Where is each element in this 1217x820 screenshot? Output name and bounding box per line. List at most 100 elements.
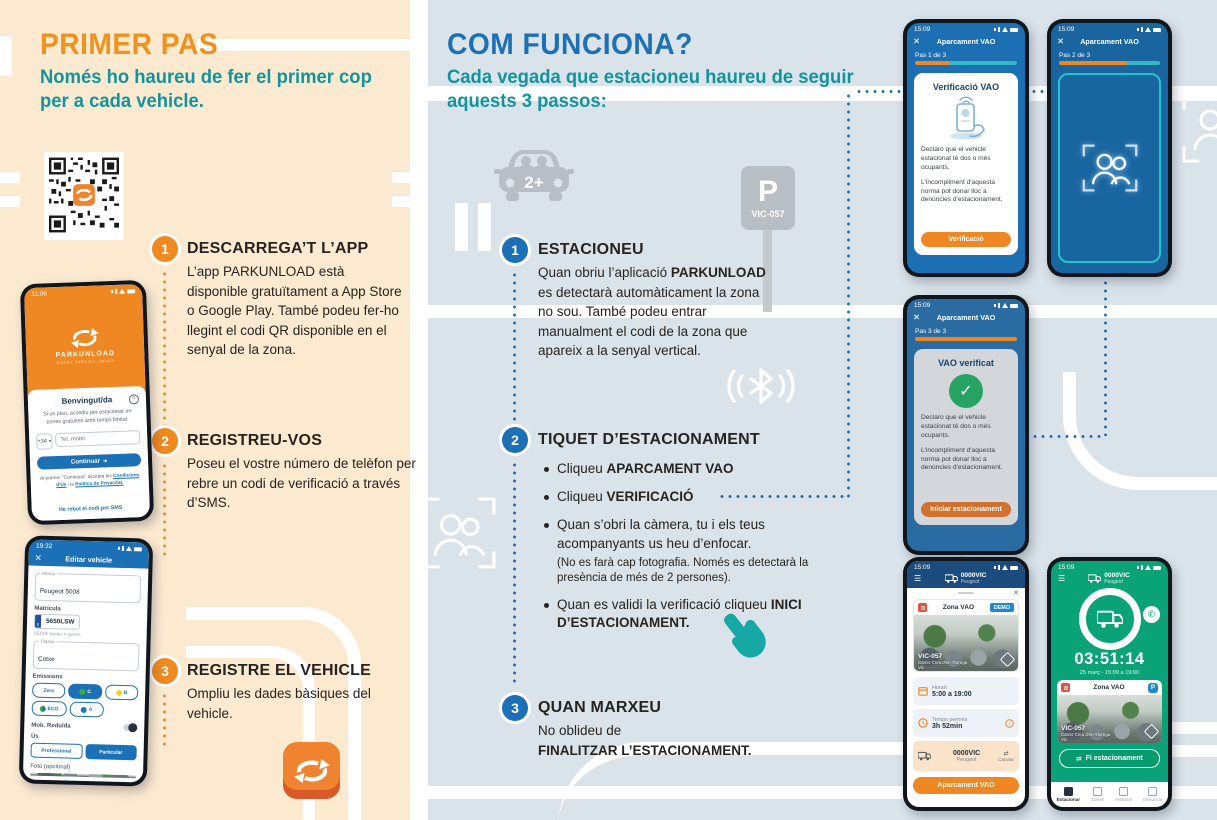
nav-denuncia[interactable]: Denúncia — [1143, 787, 1162, 802]
road-stripe — [0, 196, 20, 207]
people-frame-icon — [418, 492, 500, 579]
road-stripe — [392, 172, 410, 183]
close-icon[interactable]: ✕ — [913, 36, 921, 46]
left-step-3-title: REGISTRE EL VEHICLE — [187, 662, 371, 679]
progress-bar — [1059, 61, 1160, 65]
road-stripe — [1165, 722, 1217, 734]
mobility-toggle[interactable] — [123, 723, 138, 733]
zone-photo: VIC-057 Carrer Creu d'en Tàrrega Vic — [914, 615, 1018, 671]
progress-label: Pas 3 de 3 — [915, 328, 947, 335]
dotted-connector — [163, 692, 166, 750]
road-stripe — [197, 39, 410, 51]
header-plate: 0000VIC — [1104, 572, 1130, 579]
phone-prefix-select[interactable]: +34▾ — [36, 433, 53, 450]
wifi-icon — [1145, 565, 1151, 570]
close-icon[interactable]: ✕ — [1057, 36, 1065, 46]
brand-field[interactable]: Marca Peugeot 5008 — [34, 570, 142, 604]
close-icon[interactable]: ✕ — [34, 552, 42, 563]
hand-phone-illustration — [950, 96, 985, 140]
bullet-dot-icon — [544, 522, 549, 528]
verificacio-button[interactable]: Verificació — [921, 232, 1011, 247]
zone-code-overlay: VIC-057 — [1061, 725, 1086, 732]
statusbar: 15:09 — [907, 561, 1025, 572]
road-stripe — [392, 196, 410, 207]
nav-zones[interactable]: Zones — [1091, 787, 1104, 802]
declaration-1: Declaro que el vehicle estacionat té dos… — [921, 414, 991, 439]
left-step-2-body: Poseu el vostre número de telèfon per re… — [187, 456, 416, 511]
use-particular-button[interactable]: Particular — [84, 744, 137, 761]
battery-icon — [127, 288, 136, 294]
statusbar-time: 19:32 — [35, 542, 53, 551]
truck-icon — [1096, 610, 1123, 628]
vehicle-phone: 19:32 ✕ Editar vehicle Marca Peugeot 500… — [18, 535, 154, 787]
iniciar-estacionament-button[interactable]: Iniciar estacionament — [921, 502, 1011, 517]
sms-code-link[interactable]: He rebut el codi per SMS — [58, 504, 123, 514]
zone-diamond-icon — [999, 651, 1016, 668]
panel-primer-pas: PRIMER PAS Només ho haureu de fer el pri… — [0, 0, 416, 820]
privacy-link[interactable]: Política de Privacitat. — [75, 481, 124, 488]
use-professional-button[interactable]: Professional — [30, 742, 83, 759]
emission-chip-eco[interactable]: ECO — [31, 700, 67, 717]
qr-center-app-icon — [73, 184, 95, 206]
close-icon[interactable]: ✕ — [913, 312, 921, 322]
emission-chip-c[interactable]: C — [68, 683, 103, 700]
dotted-connector — [847, 92, 850, 498]
dotted-connector — [163, 462, 166, 560]
wifi-icon — [125, 546, 133, 552]
statusbar: 15:09 — [1051, 23, 1168, 34]
class-field[interactable]: Classe Cotxe — [32, 638, 140, 672]
continue-button[interactable]: Continuar➜ — [36, 453, 142, 470]
left-subtitle: Només ho haureu de fer el primer cop per… — [40, 67, 372, 113]
aparcament-vao-button[interactable]: Aparcament VAO — [913, 777, 1019, 794]
menu-icon[interactable]: ☰ — [1058, 574, 1066, 583]
emissions-label: Emissions — [32, 673, 63, 681]
change-vehicle-button[interactable]: ⇄Canviar — [998, 751, 1014, 762]
left-step-2-title: REGISTREU-VOS — [187, 432, 323, 449]
bullet-verificacio: Cliqueu VERIFICACIÓ — [544, 488, 816, 507]
verification-card: Verificació VAO Declaro que el vehicle e… — [914, 73, 1018, 255]
zone-logo-icon — [1061, 683, 1070, 692]
declaration-2: L'incompliment d'aquesta norma pot donar… — [921, 178, 1003, 204]
whatsapp-icon[interactable]: ✆ — [1143, 606, 1160, 623]
zone-diamond-icon — [1143, 723, 1160, 740]
close-icon[interactable]: ✕ — [1013, 590, 1019, 597]
active-parking-ring — [1078, 588, 1141, 650]
left-step-2-number: 2 — [152, 428, 178, 454]
right-title: COM FUNCIONA? — [447, 28, 693, 61]
phone-timer: 15:09 ☰ 0000VIC Peugeot ✆ — [1047, 557, 1172, 811]
statusbar-icons — [117, 545, 143, 552]
statusbar-time: 15:09 — [1058, 26, 1075, 33]
emission-chip-0[interactable]: 0 — [69, 701, 105, 718]
battery-icon — [1010, 27, 1018, 32]
phone-number-input[interactable] — [55, 430, 141, 448]
dotted-connector — [513, 461, 516, 687]
right-step-1-title: ESTACIONEU — [538, 241, 644, 258]
statusbar-icons — [1137, 565, 1161, 570]
change-photo-button[interactable]: Canviar foto — [59, 772, 107, 775]
nav-estacionar[interactable]: Estacionar — [1057, 787, 1080, 802]
nav-historial[interactable]: Historial — [1115, 787, 1132, 802]
right-step-2-title: TIQUET D’ESTACIONAMENT — [538, 431, 760, 448]
plate-field[interactable]: E 5650LSW — [33, 613, 81, 630]
report-nav-icon — [1148, 787, 1158, 796]
road-stripe — [455, 203, 468, 251]
fi-estacionament-button[interactable]: ⇄Fi estacionament — [1059, 749, 1160, 768]
bottom-nav: Estacionar Zones Historial Denúncia — [1051, 782, 1168, 807]
statusbar-icons — [994, 303, 1018, 308]
road-stripe — [0, 172, 20, 183]
hand-pointer-icon — [710, 599, 783, 673]
info-icon[interactable]: i — [1005, 718, 1014, 728]
help-icon[interactable]: ? — [128, 393, 140, 405]
use-label: Ús — [30, 733, 39, 740]
sheet-drag-handle[interactable] — [958, 591, 974, 595]
arrow-right-icon: ➜ — [102, 457, 108, 465]
zone-card: Zona VAO P VIC-057 Carrer Creu d'en Tàrr… — [1057, 680, 1162, 743]
emission-chip-b[interactable]: B — [104, 684, 139, 701]
menu-icon[interactable]: ☰ — [914, 574, 922, 583]
emission-chip-zero[interactable]: Zero — [32, 682, 66, 699]
zone-city-overlay: Vic — [918, 664, 925, 670]
statusbar-time: 15:09 — [914, 26, 931, 33]
verified-card: VAO verificat ✓ Declaro que el vehicle e… — [914, 349, 1018, 525]
road-curve — [186, 607, 361, 820]
